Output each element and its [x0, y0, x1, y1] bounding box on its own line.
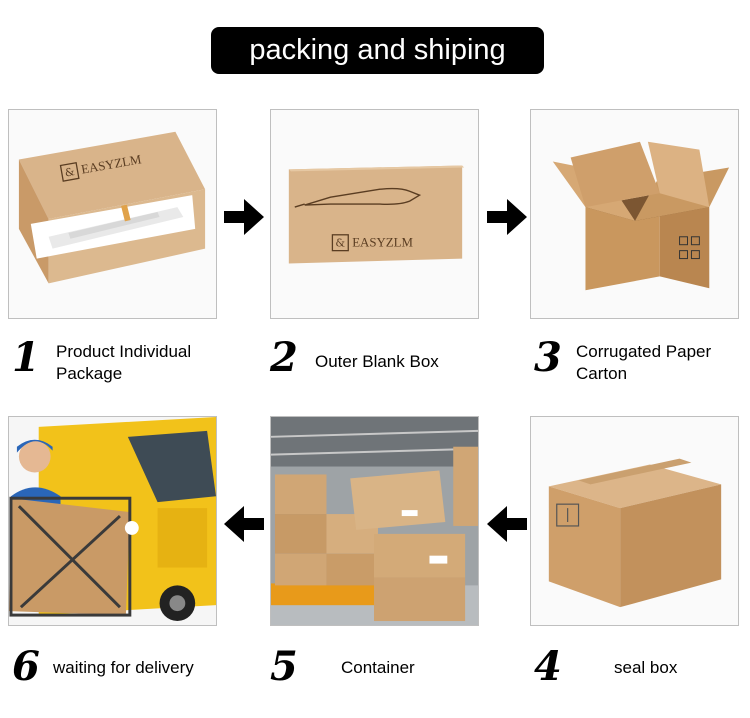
step-number-2: 2: [270, 334, 298, 381]
panel-seal-box: [530, 416, 739, 626]
svg-text:&: &: [335, 237, 345, 250]
step-number-4: 4: [534, 643, 562, 690]
step-number-1: 1: [12, 334, 40, 381]
sealed-box-image: [531, 417, 738, 625]
outer-box-image: & EASYZLM: [271, 110, 478, 318]
step-label-5-line1: Container: [341, 658, 415, 677]
arrow-left-icon: [224, 506, 264, 542]
step-label-1: Product Individual Package: [56, 341, 191, 385]
open-carton-image: [531, 110, 738, 318]
arrow-left-icon: [487, 506, 527, 542]
step-label-1-line1: Product Individual: [56, 342, 192, 361]
page-title: packing and shiping: [211, 27, 544, 74]
step-number-6: 6: [12, 643, 40, 690]
step-label-5: Container: [341, 657, 415, 679]
arrow-right-icon: [224, 199, 264, 235]
step-label-2: Outer Blank Box: [315, 351, 439, 373]
product-package-image: & EASYZLM: [9, 110, 216, 318]
panel-product-package: & EASYZLM: [8, 109, 217, 319]
step-label-4-line1: seal box: [614, 658, 678, 677]
step-label-1-line2: Package: [56, 364, 123, 383]
delivery-van-image: [9, 417, 216, 625]
brand-text: EASYZLM: [352, 236, 413, 250]
arrow-right-icon: [487, 199, 527, 235]
step-label-3-line2: Carton: [576, 364, 628, 383]
step-number-5: 5: [270, 643, 298, 690]
step-label-6-line1: waiting for delivery: [53, 658, 194, 677]
panel-outer-box: & EASYZLM: [270, 109, 479, 319]
step-label-6: waiting for delivery: [53, 657, 194, 679]
step-label-4: seal box: [614, 657, 677, 679]
step-label-3-line1: Corrugated Paper: [576, 342, 712, 361]
step-number-3: 3: [534, 334, 562, 381]
warehouse-boxes-image: [271, 417, 478, 625]
panel-delivery: [8, 416, 217, 626]
step-label-2-line1: Outer Blank Box: [315, 352, 439, 371]
step-label-3: Corrugated Paper Carton: [576, 341, 711, 385]
svg-text:&: &: [64, 165, 76, 180]
panel-corrugated-carton: [530, 109, 739, 319]
panel-container: [270, 416, 479, 626]
